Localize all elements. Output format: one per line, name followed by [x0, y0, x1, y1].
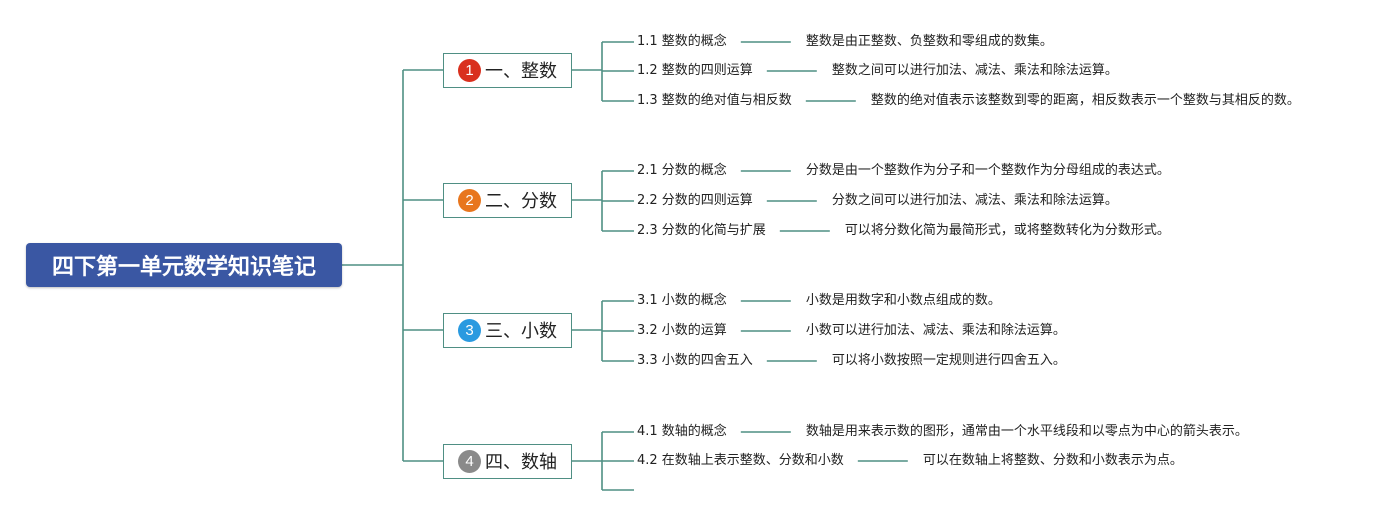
root-topic[interactable]: 四下第一单元数学知识笔记: [26, 243, 342, 287]
topic-note: 小数是用数字和小数点组成的数。: [805, 293, 1001, 308]
topic-label[interactable]: 2.1 分数的概念: [637, 163, 727, 178]
section-title: 一、整数: [485, 61, 557, 82]
topic-label[interactable]: 1.1 整数的概念: [637, 34, 727, 49]
topic-note: 数轴是用来表示数的图形，通常由一个水平线段和以零点为中心的箭头表示。: [805, 424, 1248, 439]
topic-label[interactable]: 1.3 整数的绝对值与相反数: [637, 93, 792, 108]
root-title: 四下第一单元数学知识笔记: [51, 255, 316, 280]
number-badge-icon: 1: [458, 58, 481, 82]
number-badge-icon: 2: [458, 188, 481, 212]
section-title: 二、分数: [485, 191, 557, 212]
topic-note: 整数的绝对值表示该整数到零的距离，相反数表示一个整数与其相反的数。: [870, 93, 1300, 108]
topic-note: 可以在数轴上将整数、分数和小数表示为点。: [922, 453, 1183, 468]
topic-note: 可以将分数化简为最简形式，或将整数转化为分数形式。: [844, 223, 1170, 238]
topic-label[interactable]: 4.1 数轴的概念: [637, 424, 727, 439]
topic-note: 小数可以进行加法、减法、乘法和除法运算。: [805, 323, 1066, 338]
section-title: 四、数轴: [485, 452, 557, 473]
topic-label[interactable]: 2.3 分数的化简与扩展: [637, 223, 766, 238]
topic-label[interactable]: 2.2 分数的四则运算: [637, 193, 753, 208]
topic-label[interactable]: 3.3 小数的四舍五入: [637, 353, 753, 368]
section-title: 三、小数: [485, 321, 557, 342]
topic-note: 分数是由一个整数作为分子和一个整数作为分母组成的表达式。: [805, 163, 1170, 178]
topic-note: 整数之间可以进行加法、减法、乘法和除法运算。: [831, 63, 1118, 78]
topic-note: 整数是由正整数、负整数和零组成的数集。: [805, 34, 1053, 49]
topic-note: 分数之间可以进行加法、减法、乘法和除法运算。: [831, 193, 1118, 208]
number-badge-icon: 3: [458, 318, 481, 342]
topic-note: 可以将小数按照一定规则进行四舍五入。: [831, 353, 1066, 368]
topic-label[interactable]: 3.2 小数的运算: [637, 323, 727, 338]
number-badge-icon: 4: [458, 449, 481, 473]
topic-label[interactable]: 1.2 整数的四则运算: [637, 63, 753, 78]
topic-label[interactable]: 4.2 在数轴上表示整数、分数和小数: [637, 453, 844, 468]
topic-label[interactable]: 3.1 小数的概念: [637, 293, 727, 308]
